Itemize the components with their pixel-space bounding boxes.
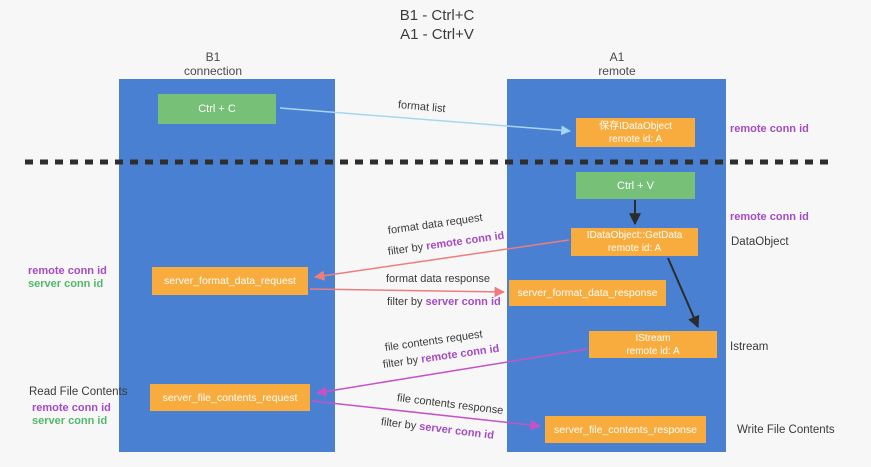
filter-by-server-1: filter by server conn id	[387, 296, 501, 308]
server-format-data-request-box: server_format_data_request	[152, 267, 308, 295]
dataobject-label: DataObject	[731, 236, 789, 248]
format-data-request-label: format data request	[387, 211, 484, 237]
getdata-line2: remote id: A	[607, 243, 662, 254]
left-server-conn-id-mid: server conn id	[28, 278, 104, 290]
filter-remote-conn-id-1: remote conn id	[425, 229, 506, 253]
ctrl-c-box: Ctrl + C	[158, 94, 276, 124]
ctrl-v-box: Ctrl + V	[576, 172, 695, 199]
filter-by-text-3: filter by	[382, 354, 419, 371]
filter-server-conn-id-2: server conn id	[418, 420, 495, 442]
file-contents-response-label: file contents response	[396, 392, 504, 417]
ctrl-c-label: Ctrl + C	[198, 103, 236, 115]
left-remote-conn-id-mid: remote conn id	[28, 265, 107, 277]
format-list-label: format list	[397, 99, 447, 116]
server-format-data-response-box: server_format_data_response	[509, 280, 666, 306]
format-data-response-label: format data response	[386, 273, 490, 285]
istream-side-label: Istream	[730, 341, 769, 353]
lane-a1-subtitle: remote	[598, 64, 636, 78]
filter-by-text-4: filter by	[380, 416, 417, 433]
filter-by-text-1: filter by	[387, 241, 424, 258]
save-dataobject-line1: 保存IDataObject	[599, 120, 672, 132]
server-file-contents-request-box: server_file_contents_request	[150, 384, 310, 411]
left-remote-conn-id-bottom: remote conn id	[32, 402, 111, 414]
lane-header-a1: A1 remote	[557, 50, 677, 78]
ctrl-v-label: Ctrl + V	[617, 179, 654, 192]
filter-by-text-2: filter by	[387, 296, 423, 308]
title-line-2: A1 - Ctrl+V	[400, 26, 474, 43]
lane-a1-name: A1	[609, 50, 625, 64]
left-server-conn-id-bottom: server conn id	[32, 415, 108, 427]
istream-box: IStream remote id: A	[589, 331, 717, 358]
getdata-box: IDataObject::GetData remote id: A	[571, 228, 698, 256]
istream-line1: IStream	[635, 332, 671, 344]
server-format-data-response-label: server_format_data_response	[517, 287, 658, 299]
save-dataobject-box: 保存IDataObject remote id: A	[576, 118, 695, 147]
title-line-1: B1 - Ctrl+C	[399, 7, 475, 24]
getdata-line1: IDataObject::GetData	[586, 230, 683, 241]
filter-by-server-2: filter by server conn id	[380, 416, 494, 442]
write-file-contents-label: Write File Contents	[737, 424, 835, 436]
right-remote-conn-id-mid: remote conn id	[730, 211, 809, 223]
lane-b1-name: B1	[205, 50, 221, 64]
server-file-contents-response-label: server_file_contents_response	[553, 423, 697, 436]
lane-header-b1: B1 connection	[153, 50, 273, 78]
server-format-data-request-label: server_format_data_request	[164, 275, 296, 287]
right-remote-conn-id-top: remote conn id	[730, 123, 809, 135]
server-file-contents-request-label: server_file_contents_request	[162, 391, 298, 404]
read-file-contents-label: Read File Contents	[29, 386, 128, 398]
lane-b1-subtitle: connection	[183, 64, 243, 78]
filter-server-conn-id-1: server conn id	[425, 296, 501, 308]
diagram-title: B1 - Ctrl+C A1 - Ctrl+V	[307, 6, 567, 44]
server-file-contents-response-box: server_file_contents_response	[545, 416, 706, 443]
istream-line2: remote id: A	[626, 345, 680, 357]
save-dataobject-line2: remote id: A	[608, 133, 663, 145]
